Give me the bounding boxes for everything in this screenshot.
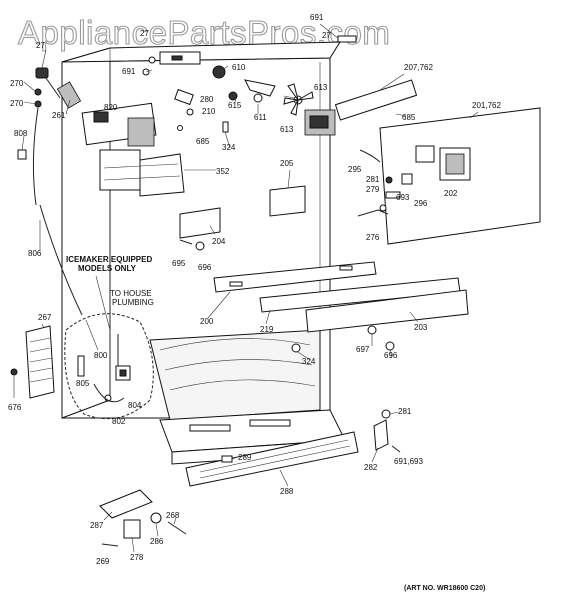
- label-691-top: 691: [310, 13, 324, 22]
- label-286: 286: [150, 537, 164, 546]
- label-805: 805: [76, 379, 90, 388]
- label-695: 695: [172, 259, 186, 268]
- label-610: 610: [232, 63, 246, 72]
- label-201-762: 201,762: [472, 101, 501, 110]
- label-27-left: 27: [36, 41, 45, 50]
- label-278: 278: [130, 553, 144, 562]
- label-280: 280: [200, 95, 214, 104]
- icemaker-note-line1: ICEMAKER EQUIPPED: [66, 255, 152, 264]
- water-valve-area: [10, 313, 154, 420]
- label-261: 261: [52, 111, 66, 120]
- label-806: 806: [28, 249, 42, 258]
- label-802: 802: [112, 417, 126, 426]
- notes: ICEMAKER EQUIPPED MODELS ONLY TO HOUSE P…: [66, 255, 154, 331]
- watermark-text: AppliancePartsPros.com: [18, 14, 390, 51]
- label-685-right: 685: [402, 113, 416, 122]
- label-207-762: 207,762: [404, 63, 433, 72]
- label-613-upper: 613: [314, 83, 328, 92]
- label-296: 296: [414, 199, 428, 208]
- label-268: 268: [166, 511, 180, 520]
- label-276: 276: [366, 233, 380, 242]
- cabinet-outline: [61, 41, 346, 465]
- label-613-lower: 613: [280, 125, 294, 134]
- label-267: 267: [38, 313, 52, 322]
- plumbing-note-line1: TO HOUSE: [110, 289, 152, 298]
- label-287: 287: [90, 521, 104, 530]
- label-676: 676: [8, 403, 22, 412]
- art-number: (ART NO. WR18600 C20): [404, 585, 485, 592]
- label-282: 282: [364, 463, 378, 472]
- lower-parts: [99, 409, 401, 547]
- label-611: 611: [254, 113, 267, 122]
- label-281-upper: 281: [366, 175, 380, 184]
- label-691-mid: 691: [122, 67, 136, 76]
- label-804: 804: [128, 401, 142, 410]
- label-289: 289: [238, 453, 252, 462]
- label-269: 269: [96, 557, 110, 566]
- icemaker: [81, 102, 185, 197]
- icemaker-note-line2: MODELS ONLY: [78, 264, 137, 273]
- label-205: 205: [280, 159, 294, 168]
- label-324-lower: 324: [302, 357, 316, 366]
- label-685-left: 685: [196, 137, 210, 146]
- part-number-labels: 691 27 27 27 270 270 261 808 806 691 610…: [8, 13, 501, 566]
- label-202: 202: [444, 189, 458, 198]
- label-270-upper: 270: [10, 79, 24, 88]
- label-808: 808: [14, 129, 28, 138]
- label-200: 200: [200, 317, 214, 326]
- label-696-lower: 696: [384, 351, 398, 360]
- label-352: 352: [216, 167, 230, 176]
- label-820: 820: [104, 103, 118, 112]
- fan: [283, 83, 314, 116]
- label-27-center: 27: [140, 29, 149, 38]
- label-324-upper: 324: [222, 143, 236, 152]
- label-697: 697: [356, 345, 370, 354]
- label-615: 615: [228, 101, 242, 110]
- label-204: 204: [212, 237, 226, 246]
- label-288: 288: [280, 487, 294, 496]
- plumbing-note-line2: PLUMBING: [112, 298, 154, 307]
- top-components: [17, 35, 418, 316]
- label-693: 693: [396, 193, 410, 202]
- label-27-right: 27: [322, 31, 331, 40]
- label-800: 800: [94, 351, 108, 360]
- label-295: 295: [348, 165, 362, 174]
- label-279: 279: [366, 185, 380, 194]
- label-219: 219: [260, 325, 274, 334]
- label-203: 203: [414, 323, 428, 332]
- label-270-lower: 270: [10, 99, 24, 108]
- label-281-lower: 281: [398, 407, 412, 416]
- label-210: 210: [202, 107, 216, 116]
- rear-panel: [357, 107, 541, 245]
- label-696-upper: 696: [198, 263, 212, 272]
- leader-lines: [13, 23, 479, 553]
- label-691-693: 691,693: [394, 457, 423, 466]
